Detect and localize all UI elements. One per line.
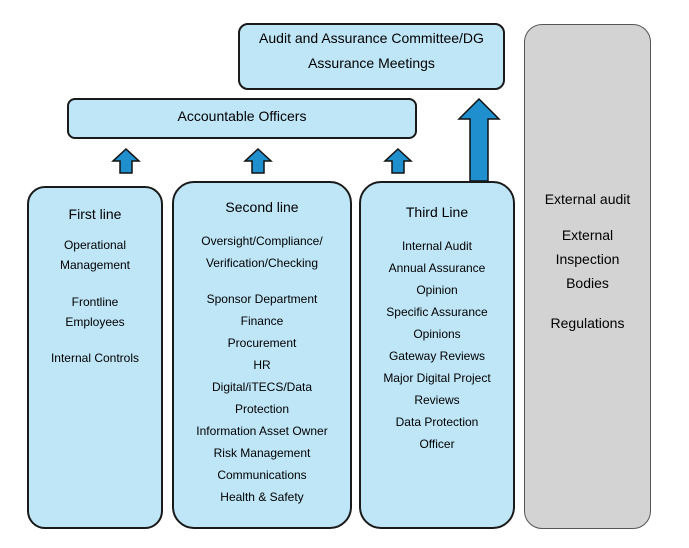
third-line-item: Opinion (416, 283, 458, 297)
third-line-item: Internal Audit (401, 239, 473, 253)
first-line-item: Frontline (71, 295, 119, 309)
first-line-item: Internal Controls (50, 351, 140, 365)
first-line-item: Management (59, 258, 131, 272)
tall-up-arrow-icon (457, 97, 501, 182)
third-line-title: Third Line (405, 204, 469, 220)
second-line-item: Procurement (227, 336, 297, 350)
external-box: External audit External Inspection Bodie… (524, 24, 651, 529)
second-line-item: Oversight/Compliance/ (201, 234, 323, 248)
second-line-title: Second line (225, 199, 299, 215)
up-arrow-icon (383, 147, 413, 174)
external-item: External (561, 227, 614, 243)
third-line-item: Gateway Reviews (388, 349, 486, 363)
second-line-item: Health & Safety (220, 490, 304, 504)
external-item: External audit (544, 191, 631, 207)
committee-line-2: Assurance Meetings (308, 55, 435, 71)
second-line-box: Second line Oversight/Compliance/ Verifi… (172, 181, 352, 529)
accountable-officers-box: Accountable Officers (67, 98, 417, 139)
third-line-item: Opinions (413, 327, 461, 341)
up-arrow-icon (243, 147, 273, 174)
third-line-item: Officer (419, 437, 455, 451)
first-line-title: First line (68, 206, 122, 222)
first-line-item: Employees (65, 315, 125, 329)
third-line-box: Third Line Internal Audit Annual Assuran… (359, 181, 515, 529)
up-arrow-icon (111, 147, 141, 174)
external-item: Inspection (555, 251, 620, 267)
second-line-item: Protection (234, 402, 290, 416)
second-line-item: Digital/iTECS/Data (211, 380, 313, 394)
first-line-box: First line Operational Management Frontl… (27, 186, 163, 529)
third-line-item: Specific Assurance (386, 305, 488, 319)
third-line-item: Annual Assurance (388, 261, 486, 275)
second-line-item: HR (253, 358, 271, 372)
second-line-item: Communications (217, 468, 307, 482)
second-line-item: Finance (240, 314, 284, 328)
committee-line-1: Audit and Assurance Committee/DG (259, 30, 484, 46)
second-line-item: Verification/Checking (205, 256, 319, 270)
external-item: Regulations (550, 315, 625, 331)
second-line-item: Sponsor Department (206, 292, 318, 306)
external-item: Bodies (566, 275, 609, 291)
second-line-item: Risk Management (213, 446, 311, 460)
third-line-item: Data Protection (395, 415, 479, 429)
committee-box: Audit and Assurance Committee/DG Assuran… (238, 23, 505, 90)
accountable-officers-label: Accountable Officers (177, 108, 307, 124)
second-line-item: Information Asset Owner (196, 424, 328, 438)
third-line-item: Reviews (414, 393, 460, 407)
third-line-item: Major Digital Project (383, 371, 491, 385)
first-line-item: Operational (63, 238, 127, 252)
